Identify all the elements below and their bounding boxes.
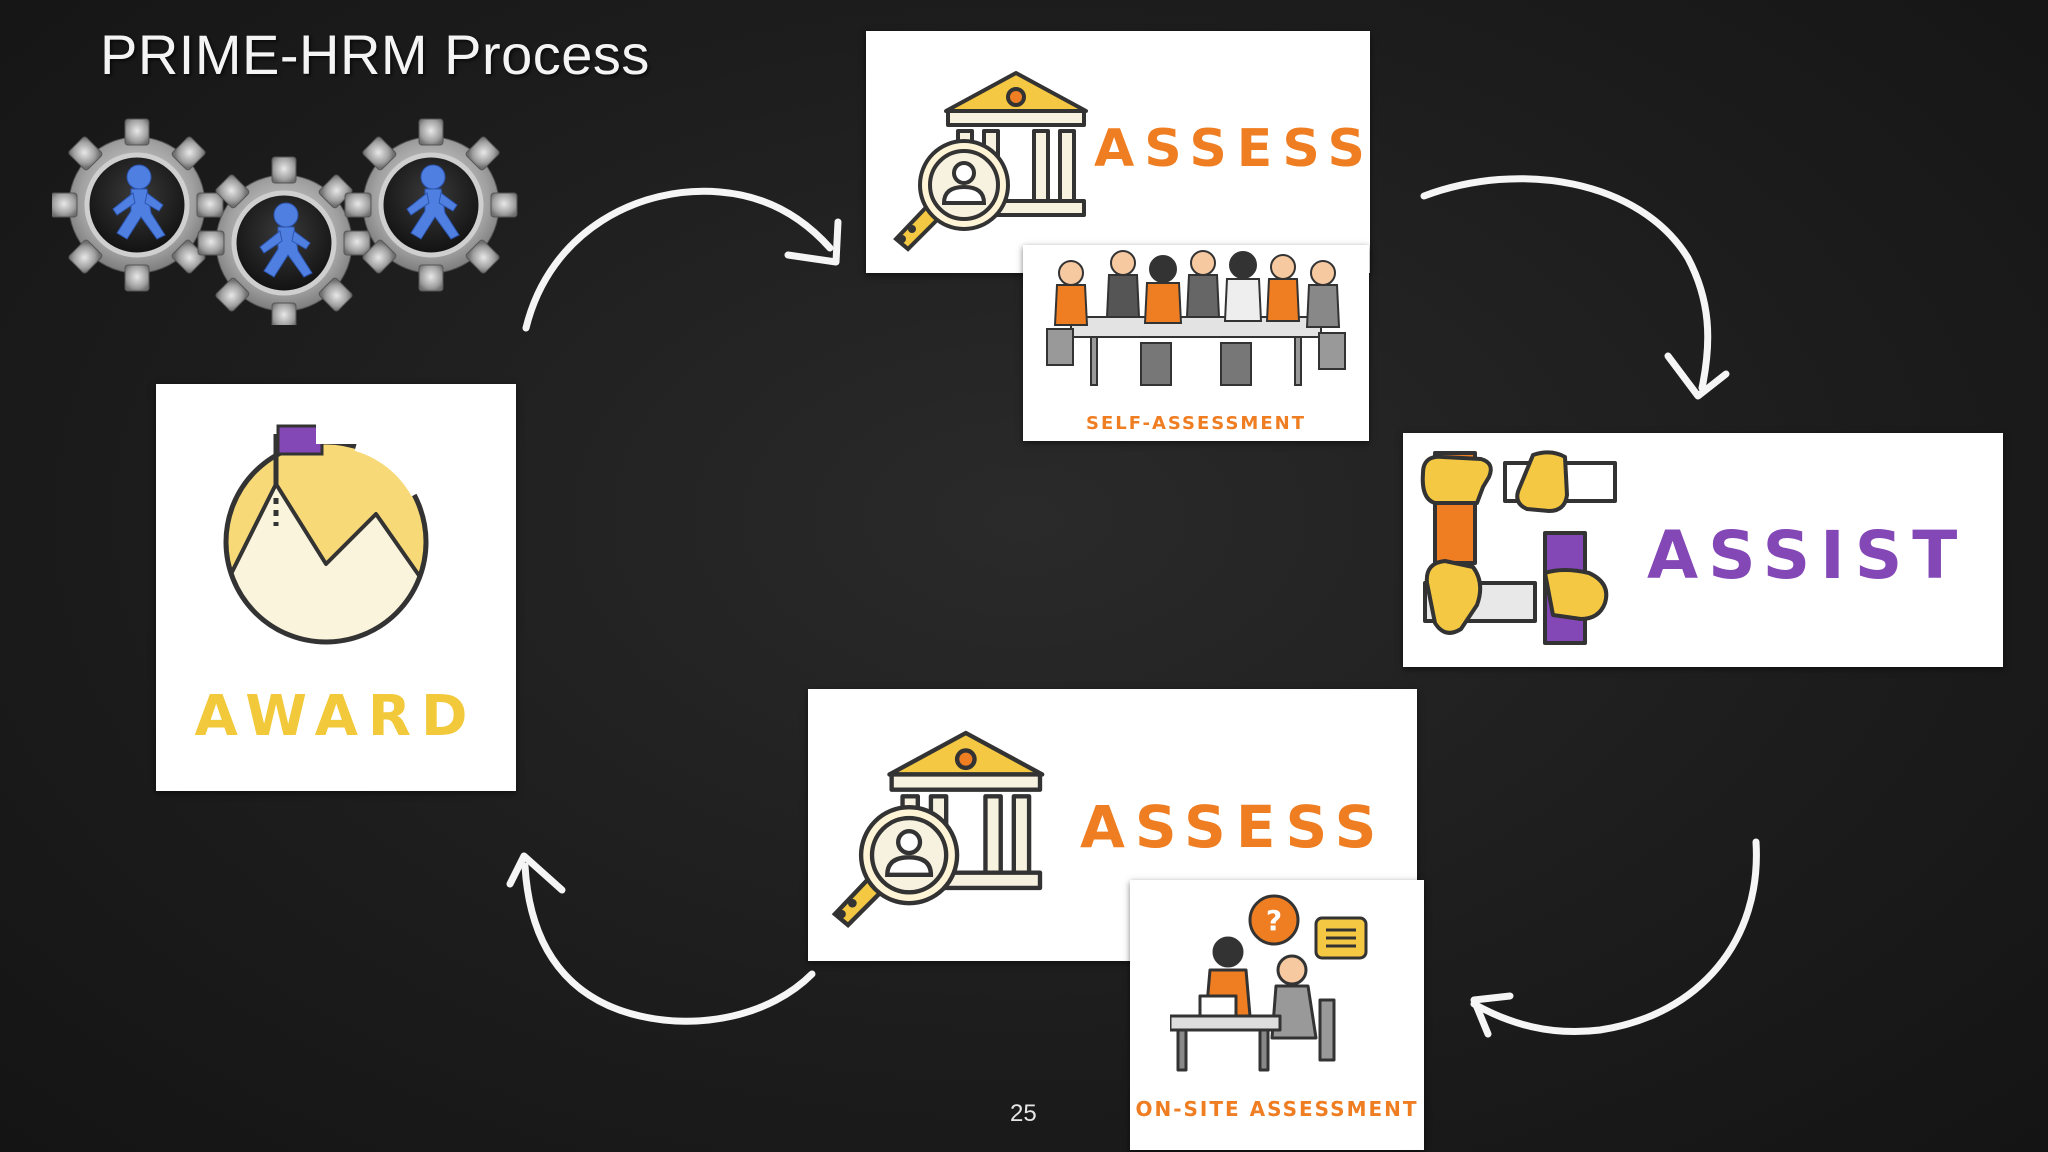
cycle-arrow-icon bbox=[1664, 352, 1730, 400]
self-assessment-label: SELF-ASSESSMENT bbox=[1086, 413, 1306, 434]
building-magnifier-icon bbox=[824, 709, 1064, 949]
self-assessment-card: SELF-ASSESSMENT bbox=[1023, 245, 1369, 441]
assess-top-card: ASSESS bbox=[866, 31, 1370, 273]
cycle-arrow-icon bbox=[1470, 838, 1760, 1036]
interview-desk-icon: ? bbox=[1170, 888, 1390, 1088]
on-site-assessment-label: ON-SITE ASSESSMENT bbox=[1135, 1097, 1419, 1121]
assess-top-label: ASSESS bbox=[1094, 119, 1375, 179]
award-label: AWARD bbox=[194, 684, 478, 749]
cycle-arrow-icon bbox=[784, 218, 842, 266]
assess-bottom-label: ASSESS bbox=[1080, 793, 1387, 861]
assist-card: ASSIST bbox=[1403, 433, 2003, 667]
mountain-flag-icon bbox=[206, 414, 446, 654]
cycle-arrow-icon bbox=[1420, 175, 1712, 392]
svg-text:?: ? bbox=[1266, 904, 1282, 937]
page-number: 25 bbox=[1010, 1100, 1037, 1127]
cycle-arrow-icon bbox=[506, 852, 566, 894]
joined-hands-icon bbox=[1415, 443, 1625, 653]
cycle-arrow-icon bbox=[521, 862, 816, 1025]
building-magnifier-icon bbox=[886, 51, 1106, 271]
award-card: AWARD bbox=[156, 384, 516, 791]
on-site-assessment-card: ? ON-SITE ASSESSMENT bbox=[1130, 880, 1424, 1150]
cycle-arrow-icon bbox=[1470, 992, 1514, 1038]
meeting-team-icon bbox=[1031, 245, 1361, 395]
cycle-arrow-icon bbox=[522, 187, 834, 332]
slide-title: PRIME-HRM Process bbox=[100, 23, 650, 86]
assist-label: ASSIST bbox=[1647, 517, 1968, 594]
gears-runners-icon bbox=[52, 115, 522, 325]
